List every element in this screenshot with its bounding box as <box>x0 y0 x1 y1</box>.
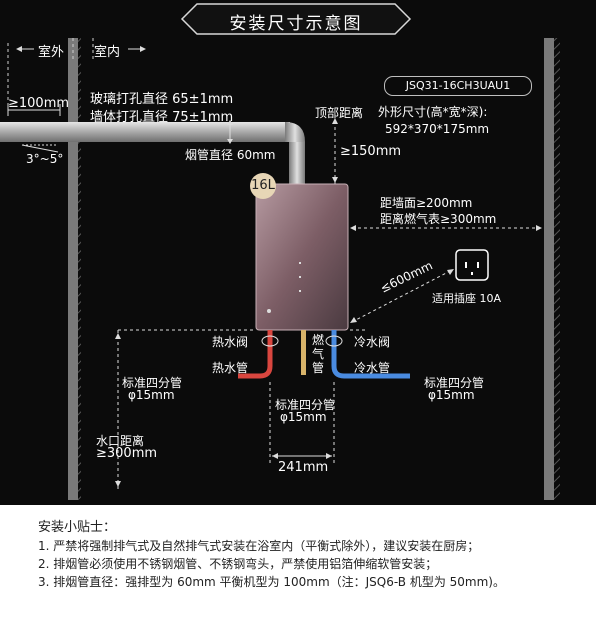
outer-wall <box>68 38 78 500</box>
tip-item: 2. 排烟管必须使用不锈钢烟管、不锈钢弯头，严禁使用铝箔伸缩软管安装； <box>38 557 438 571</box>
slope-label: 3°~5° <box>26 152 64 166</box>
cold-std-pipe-label: 标准四分管 <box>424 376 485 390</box>
flue-pipe-vertical <box>289 142 305 184</box>
gas-pipe-diameter: φ15mm <box>280 410 327 424</box>
water-heater-body <box>255 183 349 331</box>
cold-pipe-diameter: φ15mm <box>428 388 475 402</box>
water-distance-value: ≥300mm <box>96 446 158 461</box>
top-distance-label: 顶部距离 <box>315 106 364 120</box>
hot-water-pipe <box>238 330 273 379</box>
page-title: 安装尺寸示意图 <box>229 14 363 34</box>
flue-pipe-horizontal <box>0 122 290 142</box>
cold-valve-label: 冷水阀 <box>354 335 391 349</box>
hot-std-pipe-label: 标准四分管 <box>122 376 183 390</box>
hot-pipe-label: 热水管 <box>212 361 249 375</box>
dimensions-label: 外形尺寸(高*宽*深): <box>378 105 488 119</box>
outdoor-label: 室外 <box>38 45 65 60</box>
dimensions-value: 592*370*175mm <box>385 122 490 136</box>
hot-valve-label: 热水阀 <box>212 335 249 349</box>
cold-valve-icon <box>325 335 343 347</box>
right-wall <box>544 38 554 500</box>
hot-pipe-diameter: φ15mm <box>128 388 175 402</box>
side-wall-distance: 距墙面≥200mm <box>380 196 473 210</box>
gas-pipe-label: 燃气管 <box>312 333 325 375</box>
capacity-badge-text: 16L <box>251 178 275 193</box>
capacity-badge <box>250 173 276 199</box>
hot-valve-icon <box>261 335 279 347</box>
wall-hole-label: 墙体打孔直径 75±1mm <box>90 110 234 125</box>
gas-pipe <box>301 330 306 375</box>
socket-label: 适用插座 10A <box>432 292 502 305</box>
water-distance-label: 水口距离 <box>96 434 145 448</box>
tips-panel: 安装小贴士： 1. 严禁将强制排气式及自然排气式安装在浴室内（平衡式除外），建议… <box>0 505 596 627</box>
socket-icon <box>455 249 489 281</box>
title-frame <box>180 3 412 35</box>
side-gas-distance: 距离燃气表≥300mm <box>380 212 497 226</box>
flue-diameter-label: 烟管直径 60mm <box>185 148 276 162</box>
cold-water-pipe <box>331 330 410 379</box>
gas-std-pipe-label: 标准四分管 <box>275 398 336 412</box>
top-distance-value: ≥150mm <box>340 144 402 159</box>
indoor-label: 室内 <box>94 45 121 60</box>
wall-distance-label: ≥100mm <box>8 96 70 111</box>
tip-item: 1. 严禁将强制排气式及自然排气式安装在浴室内（平衡式除外），建议安装在厨房； <box>38 539 480 553</box>
model-number: JSQ31-16CH3UAU1 <box>384 76 532 96</box>
tip-item: 3. 排烟管直径：强排型为 60mm 平衡机型为 100mm（注：JSQ6-B … <box>38 575 505 589</box>
tips-heading: 安装小贴士： <box>38 520 117 535</box>
glass-hole-label: 玻璃打孔直径 65±1mm <box>90 92 234 107</box>
cold-pipe-label: 冷水管 <box>354 361 391 375</box>
bottom-width-value: 241mm <box>278 460 329 475</box>
